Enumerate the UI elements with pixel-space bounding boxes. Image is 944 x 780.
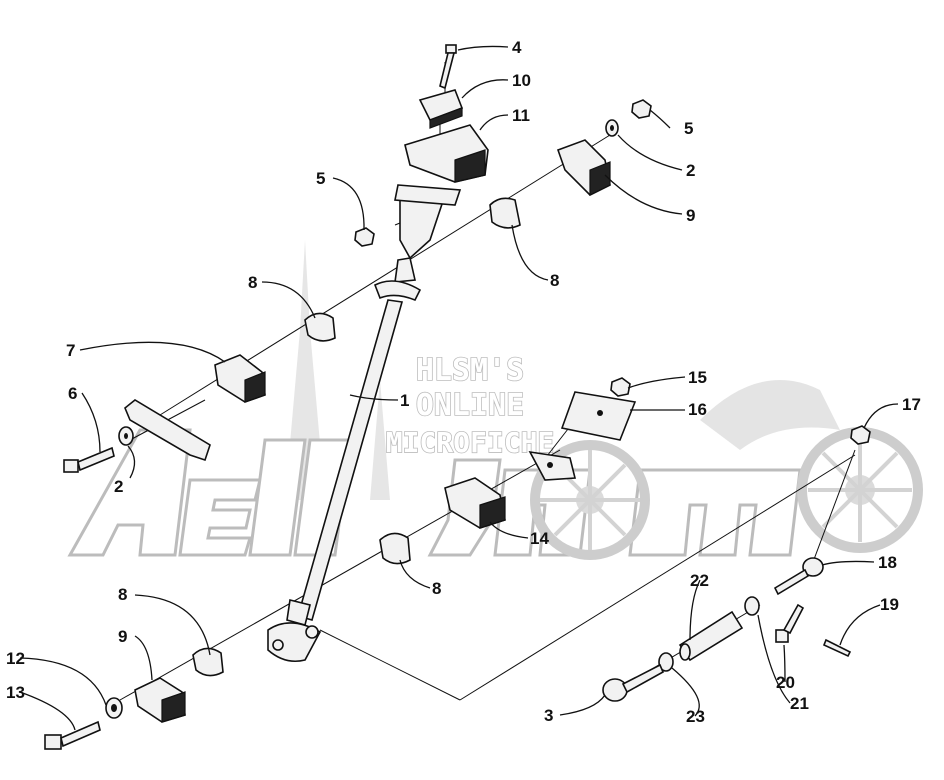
nut-part-5-left bbox=[354, 227, 375, 247]
bushing-part-8-lower-right bbox=[379, 532, 411, 565]
callout-9-upper: 9 bbox=[686, 206, 695, 225]
bolt-part-20 bbox=[775, 603, 805, 643]
block-part-11 bbox=[404, 124, 489, 183]
clamp-part-9-upper bbox=[556, 139, 611, 196]
cotter-pin-part-19 bbox=[822, 638, 852, 658]
bushing-part-8-lower-left bbox=[192, 647, 224, 677]
nut-part-21 bbox=[744, 596, 760, 616]
nut-part-23 bbox=[658, 652, 674, 672]
callout-10: 10 bbox=[512, 71, 531, 90]
callout-8-upper-right: 8 bbox=[550, 271, 559, 290]
callout-2-left: 2 bbox=[114, 477, 123, 496]
callout-9-lower: 9 bbox=[118, 627, 127, 646]
watermark-line-3: MICROFICHE bbox=[386, 426, 555, 459]
steering-post bbox=[267, 184, 462, 663]
callout-6: 6 bbox=[68, 384, 77, 403]
clamp-part-7 bbox=[214, 354, 266, 403]
bolt-part-4 bbox=[439, 44, 457, 90]
bushing-part-8-upper-left bbox=[304, 312, 336, 342]
cap-part-10 bbox=[418, 89, 464, 129]
callout-7: 7 bbox=[66, 341, 75, 360]
callout-14: 14 bbox=[530, 529, 549, 548]
callout-20: 20 bbox=[776, 673, 795, 692]
washer-part-12 bbox=[105, 697, 123, 719]
watermark-line-2: ONLINE bbox=[416, 388, 524, 423]
callout-16: 16 bbox=[688, 400, 707, 419]
callout-1: 1 bbox=[400, 391, 409, 410]
tube-part-22 bbox=[678, 610, 744, 662]
callout-12: 12 bbox=[6, 649, 25, 668]
nut-part-17 bbox=[850, 425, 871, 445]
plate-part-16 bbox=[560, 391, 637, 441]
callout-11: 11 bbox=[512, 106, 530, 125]
callout-18: 18 bbox=[878, 553, 897, 572]
washer-part-2-left bbox=[118, 426, 134, 446]
callout-17: 17 bbox=[902, 395, 921, 414]
callout-23: 23 bbox=[686, 707, 705, 726]
callout-5-right: 5 bbox=[684, 119, 693, 138]
bracket-plate-left bbox=[124, 399, 211, 462]
callout-8-lower-right: 8 bbox=[432, 579, 441, 598]
rod-end-part-3 bbox=[602, 663, 665, 702]
washer-part-2-right bbox=[605, 119, 619, 137]
bolt-part-13 bbox=[44, 720, 101, 750]
rod-end-part-18 bbox=[773, 557, 824, 596]
watermark-text: HLSM'S ONLINE MICROFICHE bbox=[385, 352, 555, 460]
callout-19: 19 bbox=[880, 595, 899, 614]
callout-4: 4 bbox=[512, 38, 522, 57]
callout-5-left: 5 bbox=[316, 169, 325, 188]
callout-3: 3 bbox=[544, 706, 553, 725]
callout-22: 22 bbox=[690, 571, 709, 590]
callout-13: 13 bbox=[6, 683, 25, 702]
nut-part-5-right bbox=[631, 99, 652, 119]
watermark-line-1: HLSM'S bbox=[416, 353, 524, 388]
callout-8-upper-left: 8 bbox=[248, 273, 257, 292]
clamp-part-9-lower bbox=[134, 677, 186, 723]
bushing-part-8-upper-right bbox=[489, 197, 521, 229]
bolt-part-6 bbox=[63, 446, 115, 473]
callout-2-right: 2 bbox=[686, 161, 695, 180]
callout-21: 21 bbox=[790, 694, 809, 713]
nut-part-15 bbox=[610, 377, 631, 397]
callout-15: 15 bbox=[688, 368, 707, 387]
leader-lines bbox=[19, 45, 899, 731]
arm-plate bbox=[528, 450, 577, 481]
callout-labels: 4 10 11 5 5 2 9 8 8 7 6 2 1 15 16 17 14 … bbox=[6, 38, 921, 726]
callout-8-lower-left: 8 bbox=[118, 585, 127, 604]
clamp-part-14 bbox=[444, 477, 506, 529]
